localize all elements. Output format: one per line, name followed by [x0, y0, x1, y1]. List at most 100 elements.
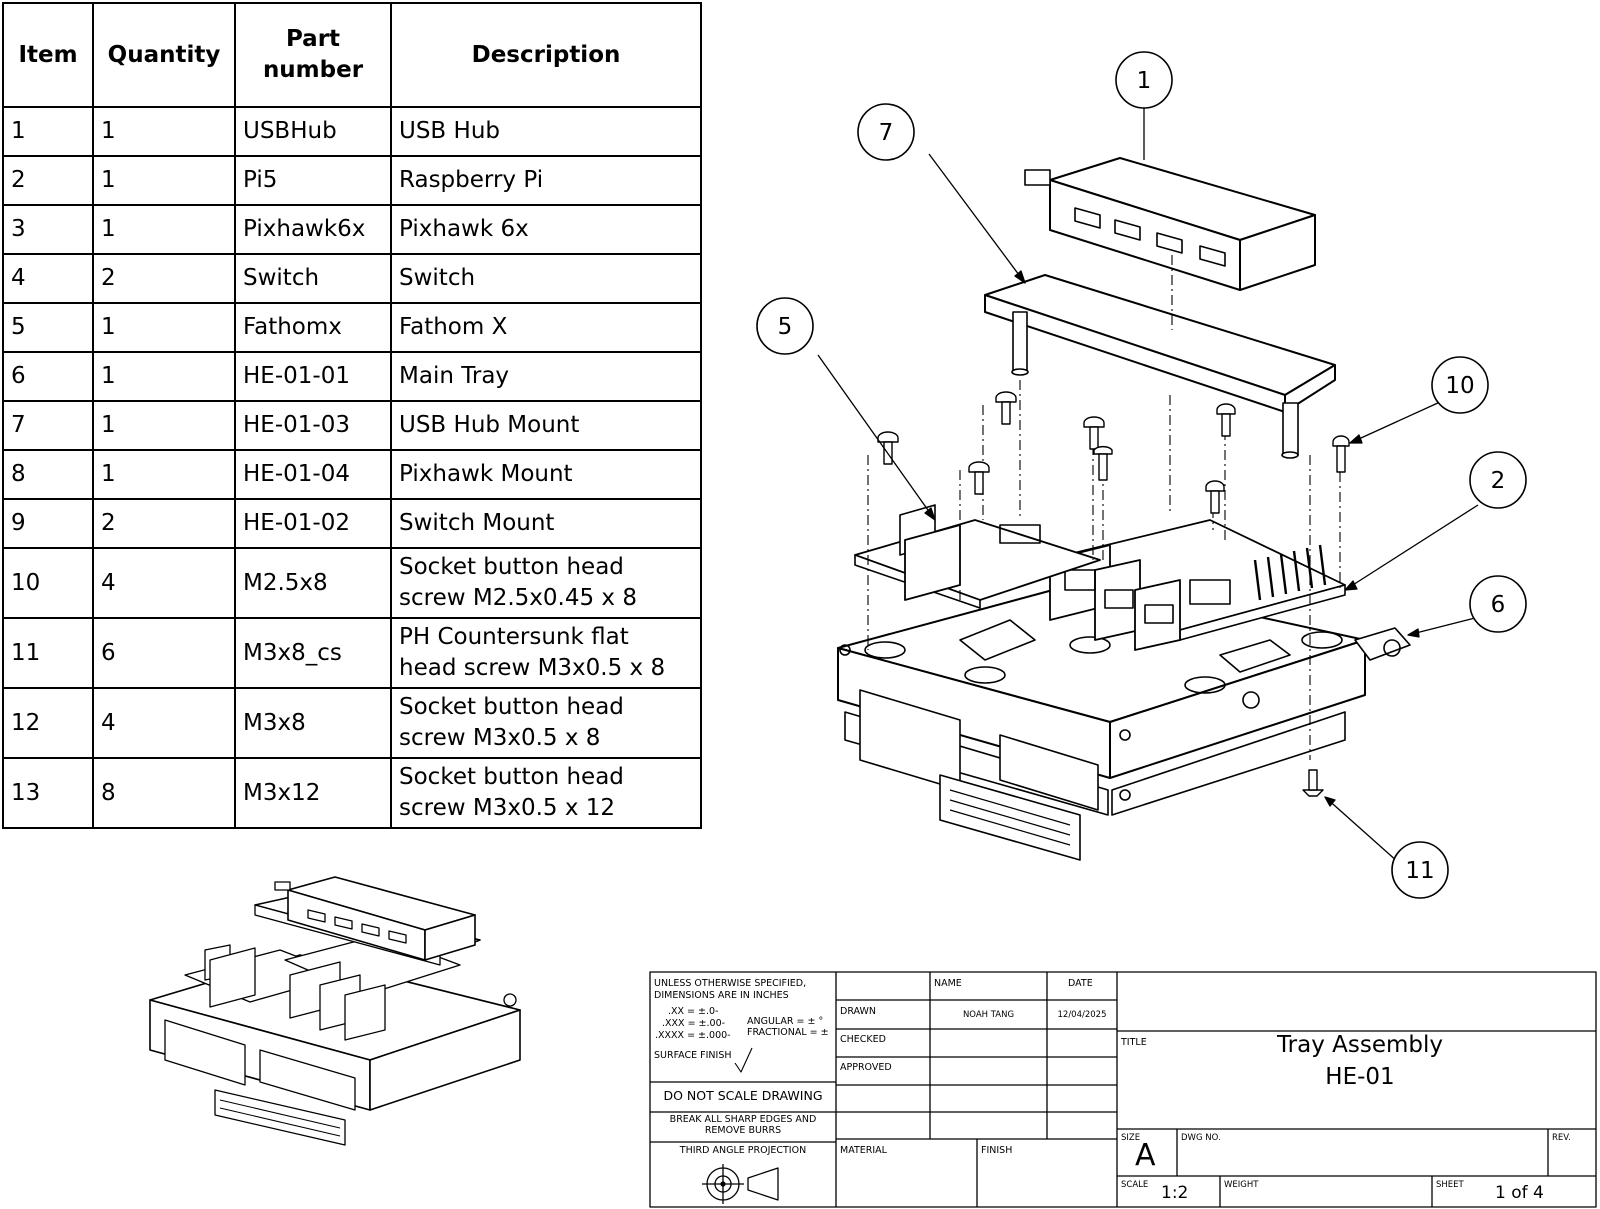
bom-header-item: Item	[2, 2, 94, 108]
tolerance-xxxx: .XXXX = ±.000-	[655, 1030, 731, 1041]
bom-cell-part-number: M3x8	[234, 687, 392, 759]
balloon-number: 2	[1491, 468, 1506, 494]
drawn-label: DRAWN	[840, 1006, 877, 1017]
bom-cell-part-number: HE-01-03	[234, 400, 392, 451]
bom-cell-item: 9	[2, 498, 94, 549]
bom-cell-part-number: Pixhawk6x	[234, 204, 392, 255]
fathom-x-shape	[854, 504, 1101, 609]
bom-description-line: Switch	[399, 265, 476, 291]
balloon-circle	[756, 297, 814, 355]
surface-finish-symbol	[734, 1047, 753, 1073]
bom-cell-item: 5	[2, 302, 94, 353]
approved-label: APPROVED	[840, 1062, 892, 1073]
drawn-name: NOAH TANG	[962, 1010, 1015, 1020]
bom-description-line: Switch Mount	[399, 510, 555, 536]
bom-description-line: Socket button head	[399, 764, 624, 790]
bom-cell-quantity: 1	[92, 204, 236, 255]
bom-cell-item: 1	[2, 106, 94, 157]
bom-cell-quantity: 1	[92, 351, 236, 402]
balloon-number: 7	[879, 120, 894, 146]
bom-cell-quantity: 2	[92, 498, 236, 549]
size-label: SIZE	[1121, 1133, 1141, 1143]
bom-cell-item: 3	[2, 204, 94, 255]
usb-hub-shape	[1024, 157, 1316, 291]
balloon-circle	[1469, 451, 1527, 509]
bom-description-line: head screw M3x0.5 x 8	[399, 655, 666, 681]
balloon-number: 1	[1137, 68, 1152, 94]
balloon-number: 10	[1445, 373, 1474, 399]
bom-cell-quantity: 1	[92, 302, 236, 353]
bom-description-line: screw M3x0.5 x 8	[399, 725, 601, 751]
bom-description-line: USB Hub Mount	[399, 412, 580, 438]
bom-header-description: Description	[390, 2, 702, 108]
finish-label: FINISH	[981, 1145, 1013, 1156]
bom-header-quantity: Quantity	[92, 2, 236, 108]
bom-description-line: Pixhawk 6x	[399, 216, 529, 242]
bom-cell-item: 8	[2, 449, 94, 500]
bom-cell-description: Pixhawk 6x	[390, 204, 702, 255]
balloon-5: 5	[756, 297, 814, 355]
tolerance-xx: .XX = ±.0-	[668, 1006, 719, 1017]
rev-label: REV.	[1552, 1133, 1571, 1143]
balloon-number: 5	[778, 314, 793, 340]
title-label: TITLE	[1121, 1037, 1147, 1048]
scale-value: 1:2	[1161, 1183, 1189, 1203]
bom-cell-part-number: M3x8_cs	[234, 617, 392, 689]
bom-cell-part-number: HE-01-02	[234, 498, 392, 549]
main-tray-shape	[837, 579, 1411, 861]
bom-description-line: USB Hub	[399, 118, 500, 144]
bom-cell-description: Switch Mount	[390, 498, 702, 549]
drawn-date: 12/04/2025	[1057, 1010, 1107, 1020]
screws-and-centerlines	[867, 255, 1350, 797]
bom-cell-quantity: 4	[92, 547, 236, 619]
projection-label: THIRD ANGLE PROJECTION	[679, 1145, 807, 1156]
bom-description-line: Pixhawk Mount	[399, 461, 573, 487]
checked-label: CHECKED	[840, 1034, 886, 1045]
bom-cell-quantity: 1	[92, 155, 236, 206]
weight-label: WEIGHT	[1224, 1180, 1259, 1190]
bom-header-row: Item Quantity Part number Description	[2, 2, 702, 108]
balloon-11: 11	[1391, 841, 1449, 899]
date-header: DATE	[1068, 978, 1093, 989]
title-block-grid	[649, 971, 1597, 1208]
bom-description-line: screw M3x0.5 x 12	[399, 795, 616, 821]
balloon-circle	[1391, 841, 1449, 899]
bom-cell-part-number: Fathomx	[234, 302, 392, 353]
bom-cell-item: 12	[2, 687, 94, 759]
bom-cell-item: 6	[2, 351, 94, 402]
balloon-circle	[857, 103, 915, 161]
bom-cell-part-number: HE-01-01	[234, 351, 392, 402]
bom-cell-quantity: 1	[92, 449, 236, 500]
balloon-2: 2	[1469, 451, 1527, 509]
tolerance-angular: ANGULAR = ± °	[747, 1016, 824, 1027]
bom-cell-part-number: HE-01-04	[234, 449, 392, 500]
size-value: A	[1135, 1138, 1156, 1173]
bom-cell-part-number: Switch	[234, 253, 392, 304]
balloon-number: 11	[1405, 858, 1434, 884]
bom-cell-part-number: USBHub	[234, 106, 392, 157]
bom-cell-quantity: 8	[92, 757, 236, 829]
sheet-value: 1 of 4	[1495, 1183, 1544, 1203]
bom-cell-quantity: 4	[92, 687, 236, 759]
tolerance-xxx: .XXX = ±.00-	[662, 1018, 726, 1029]
balloon-circle	[1469, 575, 1527, 633]
bom-cell-description: USB Hub Mount	[390, 400, 702, 451]
bom-description-line: screw M2.5x0.45 x 8	[399, 585, 637, 611]
bom-cell-description: Socket button head screw M2.5x0.45 x 8	[390, 547, 702, 619]
third-angle-projection-symbol	[702, 1164, 779, 1204]
bom-description-line: Socket button head	[399, 554, 624, 580]
bom-cell-quantity: 2	[92, 253, 236, 304]
bom-cell-description: Pixhawk Mount	[390, 449, 702, 500]
